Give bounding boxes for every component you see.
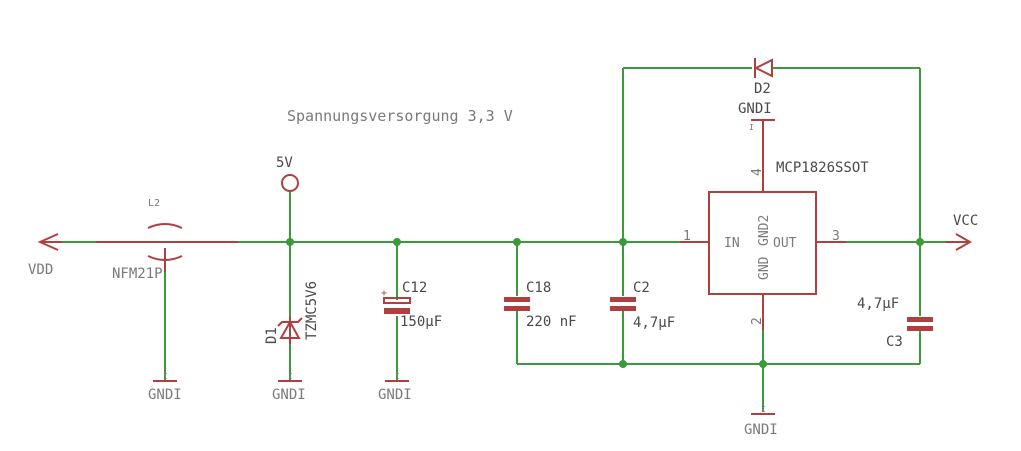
c12-plus-icon: + bbox=[381, 288, 387, 299]
c18-capacitor: C18 220 nF bbox=[504, 280, 577, 330]
l2-value: NFM21P bbox=[112, 266, 163, 282]
vcc-port: VCC bbox=[946, 213, 978, 251]
pin-number: 3 bbox=[832, 229, 840, 244]
c3-value: 4,7µF bbox=[857, 296, 899, 312]
c3-plate-bottom bbox=[907, 326, 933, 331]
junctions bbox=[286, 238, 924, 368]
l2-ref: L2 bbox=[148, 198, 160, 209]
d2-ref: D2 bbox=[754, 81, 771, 97]
l2-inductor: L2 NFM21P bbox=[96, 198, 238, 282]
c2-plate-top bbox=[610, 297, 636, 302]
pin-name-out: OUT bbox=[773, 236, 797, 251]
c2-value: 4,7µF bbox=[633, 315, 675, 331]
5v-label: 5V bbox=[276, 155, 293, 171]
c12-capacitor: + C12 150µF bbox=[381, 280, 442, 330]
pin-name-gnd: GND bbox=[757, 256, 772, 280]
c2-plate-bottom bbox=[610, 306, 636, 311]
gnd-tick: I bbox=[395, 372, 400, 381]
c18-value: 220 nF bbox=[526, 314, 577, 330]
c18-plate-top bbox=[504, 297, 530, 302]
l2-arc-top bbox=[147, 223, 183, 229]
gnd-label: GNDI bbox=[272, 387, 306, 403]
gnd-tick: I bbox=[761, 405, 766, 414]
c2-capacitor: C2 4,7µF bbox=[610, 280, 675, 331]
gnd-tick: I bbox=[288, 372, 293, 381]
d2-diode: D2 bbox=[753, 58, 773, 97]
c12-plate-bottom bbox=[384, 308, 410, 314]
5v-supply: 5V bbox=[276, 155, 299, 192]
c12-ref: C12 bbox=[402, 280, 427, 296]
vdd-label: VDD bbox=[28, 262, 53, 278]
gnd-label: GNDI bbox=[744, 422, 778, 438]
c3-ref: C3 bbox=[886, 334, 903, 350]
d1-triangle-icon bbox=[279, 319, 301, 339]
junction bbox=[916, 238, 924, 246]
vdd-port: VDD bbox=[28, 233, 62, 278]
pin-number: 2 bbox=[750, 317, 765, 325]
gnd-tick: I bbox=[163, 372, 168, 381]
junction bbox=[286, 238, 294, 246]
junction bbox=[393, 238, 401, 246]
gnd-tick: I bbox=[749, 123, 754, 132]
c18-ref: C18 bbox=[526, 280, 551, 296]
regulator-value: MCP1826SSOT bbox=[776, 160, 869, 176]
junction bbox=[619, 238, 627, 246]
c12-value: 150µF bbox=[400, 314, 442, 330]
junction bbox=[759, 360, 767, 368]
gnd-label: GNDI bbox=[738, 101, 772, 117]
c3-capacitor: 4,7µF C3 bbox=[857, 296, 933, 350]
pin-number: 1 bbox=[683, 229, 691, 244]
junction bbox=[619, 360, 627, 368]
vcc-arrow-icon bbox=[955, 233, 973, 251]
gnd-label: GNDI bbox=[378, 387, 412, 403]
gnd-symbols: I GNDI I GNDI I GNDI I GNDI I GNDI bbox=[148, 101, 778, 438]
c2-ref: C2 bbox=[633, 280, 650, 296]
c18-plate-bottom bbox=[504, 306, 530, 311]
schematic-title: Spannungsversorgung 3,3 V bbox=[287, 107, 513, 125]
5v-ring-icon bbox=[281, 174, 299, 192]
d1-value: TZMC5V6 bbox=[304, 281, 320, 340]
pin-number: 4 bbox=[750, 168, 765, 176]
junction bbox=[513, 238, 521, 246]
c3-plate-top bbox=[907, 317, 933, 322]
c12-plate-top bbox=[383, 297, 411, 304]
wires bbox=[40, 67, 970, 412]
pin-name-in: IN bbox=[724, 236, 740, 251]
d1-bar bbox=[277, 317, 303, 327]
d2-triangle-icon bbox=[753, 58, 773, 78]
pin-name-gnd2: GND2 bbox=[757, 215, 772, 246]
d1-ref: D1 bbox=[264, 327, 280, 344]
gnd-label: GNDI bbox=[148, 387, 182, 403]
d1-zener: D1 TZMC5V6 bbox=[264, 281, 320, 344]
regulator-mcp1826: 1 3 2 4 IN OUT GND GND2 MCP1826SSOT bbox=[680, 120, 869, 330]
vcc-label: VCC bbox=[953, 213, 978, 229]
